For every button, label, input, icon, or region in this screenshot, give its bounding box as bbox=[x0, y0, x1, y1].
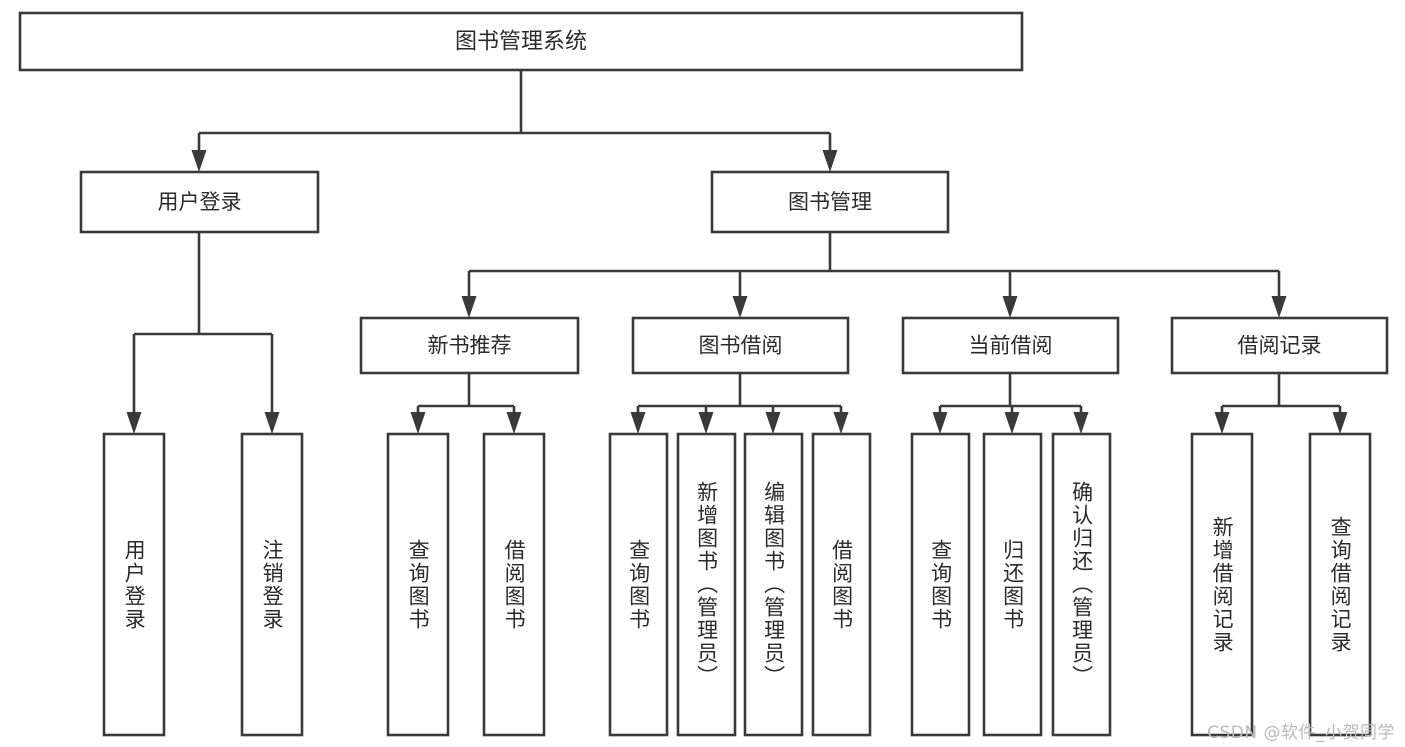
arrow-head-icon bbox=[410, 412, 426, 434]
node-n_user_login[interactable]: 用户登录 bbox=[79, 170, 320, 234]
node-box-l_add_book_admin[interactable] bbox=[676, 432, 737, 737]
node-box-l_borrow_book_b[interactable] bbox=[811, 432, 872, 737]
node-l_user_logout[interactable] bbox=[240, 432, 304, 737]
node-label-n_borrow_record: 借阅记录 bbox=[1238, 334, 1322, 358]
node-box-n_book_mgmt[interactable] bbox=[710, 170, 950, 234]
node-l_query_book_b[interactable] bbox=[608, 432, 669, 737]
node-n_book_borrow[interactable]: 图书借阅 bbox=[631, 316, 850, 375]
node-l_add_borrow_record[interactable] bbox=[1190, 432, 1254, 737]
node-l_query_book_c[interactable] bbox=[910, 432, 971, 737]
node-label-n_new_book_rec: 新书推荐 bbox=[428, 334, 512, 358]
node-l_add_book_admin[interactable] bbox=[676, 432, 737, 737]
node-l_query_borrow_record[interactable] bbox=[1308, 432, 1372, 737]
arrow-head-icon bbox=[1271, 296, 1287, 318]
node-box-l_confirm_return_admin[interactable] bbox=[1051, 432, 1112, 737]
node-box-l_query_book_a[interactable] bbox=[386, 432, 450, 737]
node-box-l_borrow_book_a[interactable] bbox=[482, 432, 546, 737]
watermark: CSDN @软件_小贺同学 bbox=[1207, 723, 1395, 743]
connector-current-borrow-bus bbox=[932, 373, 1089, 434]
node-label-n_user_login: 用户登录 bbox=[158, 190, 242, 214]
arrow-head-icon bbox=[932, 412, 948, 434]
node-l_query_book_a[interactable] bbox=[386, 432, 450, 737]
connector-layer bbox=[126, 70, 1348, 434]
node-l_borrow_book_b[interactable] bbox=[811, 432, 872, 737]
arrow-head-icon bbox=[461, 296, 477, 318]
arrow-head-icon bbox=[1332, 412, 1348, 434]
node-l_edit_book_admin[interactable] bbox=[743, 432, 804, 737]
connector-book-mgmt-bus bbox=[461, 232, 1287, 318]
node-l_borrow_book_a[interactable] bbox=[482, 432, 546, 737]
node-n_new_book_rec[interactable]: 新书推荐 bbox=[359, 316, 580, 375]
node-root[interactable]: 图书管理系统 bbox=[18, 11, 1024, 72]
node-box-l_return_book[interactable] bbox=[982, 432, 1043, 737]
arrow-head-icon bbox=[1214, 412, 1230, 434]
node-box-l_query_book_b[interactable] bbox=[608, 432, 669, 737]
node-label-n_book_mgmt: 图书管理 bbox=[788, 190, 872, 214]
node-box-n_new_book_rec[interactable] bbox=[359, 316, 580, 375]
node-box-l_query_book_c[interactable] bbox=[910, 432, 971, 737]
arrow-head-icon bbox=[1002, 296, 1018, 318]
connector-root-bus bbox=[191, 70, 838, 172]
arrow-head-icon bbox=[506, 412, 522, 434]
arrow-head-icon bbox=[264, 412, 280, 434]
node-box-n_current_borrow[interactable] bbox=[901, 316, 1120, 375]
node-l_return_book[interactable] bbox=[982, 432, 1043, 737]
node-label-n_book_borrow: 图书借阅 bbox=[699, 334, 783, 358]
node-box-l_user_login[interactable] bbox=[102, 432, 166, 737]
node-label-root: 图书管理系统 bbox=[455, 30, 587, 55]
arrow-head-icon bbox=[698, 412, 714, 434]
node-box-l_edit_book_admin[interactable] bbox=[743, 432, 804, 737]
arrow-head-icon bbox=[126, 412, 142, 434]
arrow-head-icon bbox=[833, 412, 849, 434]
connector-book-borrow-bus bbox=[630, 373, 849, 434]
arrow-head-icon bbox=[765, 412, 781, 434]
node-n_borrow_record[interactable]: 借阅记录 bbox=[1170, 316, 1389, 375]
node-box-n_user_login[interactable] bbox=[79, 170, 320, 234]
connector-new-book-bus bbox=[410, 373, 522, 434]
connector-borrow-record-bus bbox=[1214, 373, 1348, 434]
node-box-l_query_borrow_record[interactable] bbox=[1308, 432, 1372, 737]
arrow-head-icon bbox=[630, 412, 646, 434]
arrow-head-icon bbox=[1073, 412, 1089, 434]
node-l_confirm_return_admin[interactable] bbox=[1051, 432, 1112, 737]
node-n_book_mgmt[interactable]: 图书管理 bbox=[710, 170, 950, 234]
arrow-head-icon bbox=[822, 150, 838, 172]
arrow-head-icon bbox=[1004, 412, 1020, 434]
node-label-n_current_borrow: 当前借阅 bbox=[969, 334, 1053, 358]
node-n_current_borrow[interactable]: 当前借阅 bbox=[901, 316, 1120, 375]
arrow-head-icon bbox=[191, 150, 207, 172]
node-box-n_book_borrow[interactable] bbox=[631, 316, 850, 375]
node-box-l_add_borrow_record[interactable] bbox=[1190, 432, 1254, 737]
node-box-root[interactable] bbox=[18, 11, 1024, 72]
node-box-l_user_logout[interactable] bbox=[240, 432, 304, 737]
arrow-head-icon bbox=[732, 296, 748, 318]
connector-user-login-bus bbox=[126, 232, 280, 434]
node-box-n_borrow_record[interactable] bbox=[1170, 316, 1389, 375]
node-l_user_login[interactable] bbox=[102, 432, 166, 737]
